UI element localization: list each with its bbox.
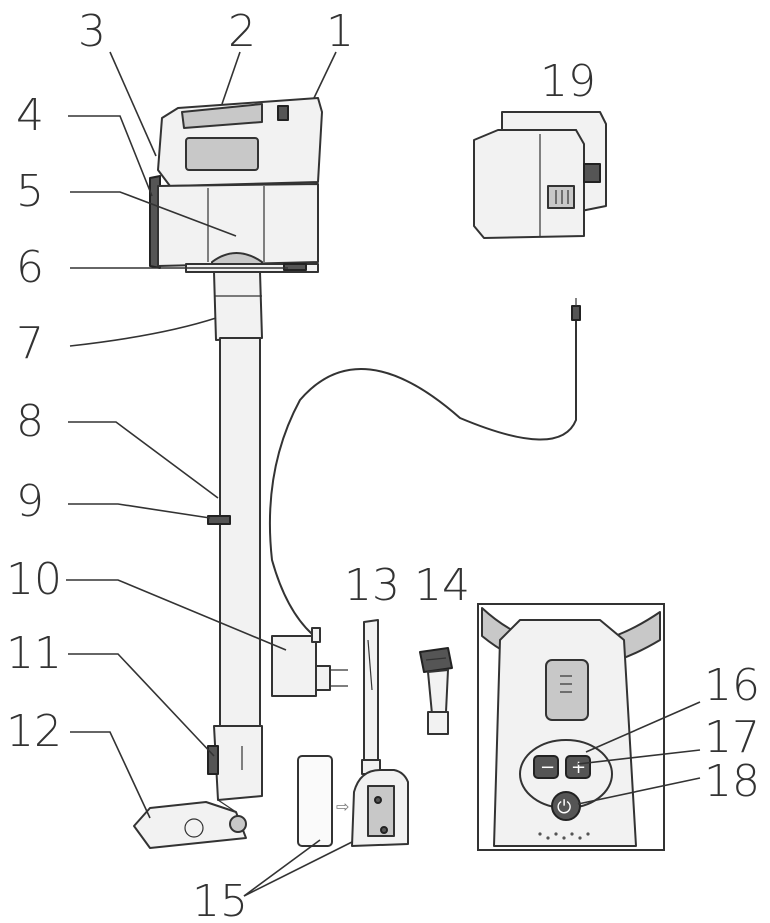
label-15: 15	[192, 876, 248, 923]
label-17: 17	[704, 712, 760, 763]
label-7: 7	[16, 318, 44, 369]
power-icon: ⏻	[557, 797, 571, 818]
label-13: 13	[344, 560, 400, 611]
top-grip	[181, 103, 263, 129]
mount-template	[297, 755, 333, 847]
minus-symbol: −	[540, 757, 555, 778]
extension-tube	[219, 337, 261, 727]
charger	[268, 298, 581, 697]
power-button	[551, 791, 581, 821]
label-4: 4	[16, 90, 44, 141]
control-panel-inset: − + ⏻	[477, 603, 665, 851]
label-2: 2	[228, 6, 256, 57]
label-8: 8	[16, 396, 44, 447]
label-19: 19	[540, 56, 596, 107]
arrow-right-icon: ⇨	[336, 797, 349, 816]
minus-button	[533, 755, 559, 779]
brush-tool	[419, 647, 453, 735]
label-12: 12	[6, 706, 62, 757]
plus-button	[565, 755, 591, 779]
label-1: 1	[326, 6, 354, 57]
label-16: 16	[704, 660, 760, 711]
vacuum-main-unit	[133, 97, 323, 849]
wall-mount: ⇨	[297, 755, 409, 847]
lower-joint	[213, 725, 263, 801]
charger-adapter	[271, 635, 317, 697]
label-14: 14	[414, 560, 470, 611]
label-6: 6	[16, 242, 44, 293]
nozzle-release	[207, 745, 219, 775]
leader-lines	[66, 51, 701, 897]
label-3: 3	[78, 6, 106, 57]
tube-connector	[213, 271, 263, 341]
dust-container	[157, 183, 319, 267]
label-18: 18	[704, 756, 760, 807]
battery-pack	[473, 111, 607, 239]
label-11: 11	[6, 628, 62, 679]
label-5: 5	[16, 166, 44, 217]
accessory-clip	[207, 515, 231, 525]
label-10: 10	[6, 554, 62, 605]
release-button	[277, 105, 289, 121]
label-9: 9	[16, 476, 44, 527]
handle-window	[185, 137, 259, 171]
crevice-tool	[361, 619, 381, 775]
plus-symbol: +	[571, 757, 586, 778]
part-number-labels: 1 2 3 4 5 6 7 8 9 10 11 12 13 14 15 16 1…	[6, 6, 760, 923]
